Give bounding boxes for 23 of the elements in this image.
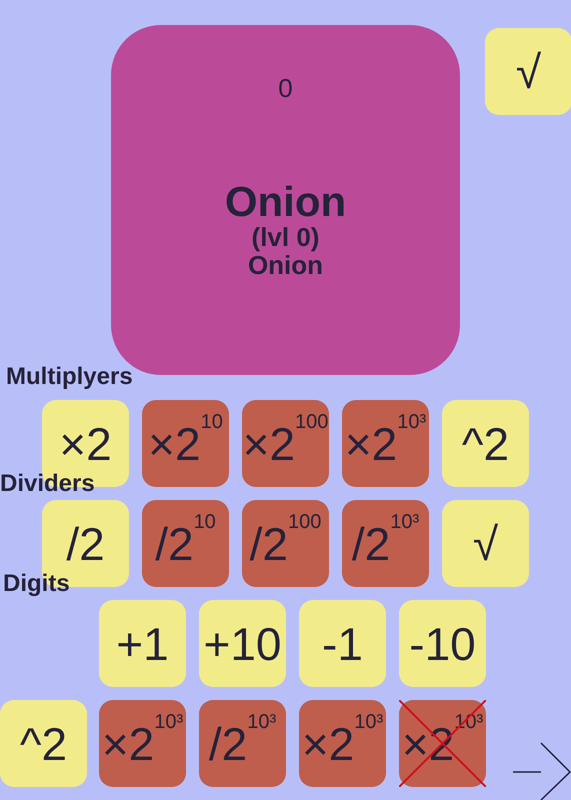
operation-tile-button: ^2: [0, 700, 87, 787]
item-type: Onion: [248, 251, 324, 279]
operation-tile-button: +10: [199, 600, 286, 687]
operation-tile-button: -10: [399, 600, 486, 687]
section-heading: Multiplyers: [6, 365, 133, 389]
operation-tile-button: +1: [99, 600, 186, 687]
operation-tile-button: /2$^{100}$: [242, 500, 329, 587]
operation-tile-button: -1: [299, 600, 386, 687]
operation-tile-button: ^2: [442, 400, 529, 487]
operation-tile-button: /2$^{10³}$: [199, 700, 286, 787]
operation-tile-button: /2$^{10}$: [142, 500, 229, 587]
operation-tile-button: ×2$^{10³}$: [299, 700, 386, 787]
operation-tile-button: √: [442, 500, 529, 587]
item-name: Onion: [224, 181, 346, 223]
score-value: 0: [278, 75, 293, 101]
section-heading: Dividers: [0, 472, 95, 496]
operation-tile-button: ×2$^{10}$: [142, 400, 229, 487]
operation-tile-button: ×2$^{10³}$: [342, 400, 429, 487]
operation-tile-button: √: [485, 28, 571, 115]
operation-tile-button: ×2$^{10³}$: [99, 700, 186, 787]
item-level: (lvl 0): [252, 223, 320, 251]
operation-tile-button: ×2$^{100}$: [242, 400, 329, 487]
operation-tile-button: /2$^{10³}$: [342, 500, 429, 587]
